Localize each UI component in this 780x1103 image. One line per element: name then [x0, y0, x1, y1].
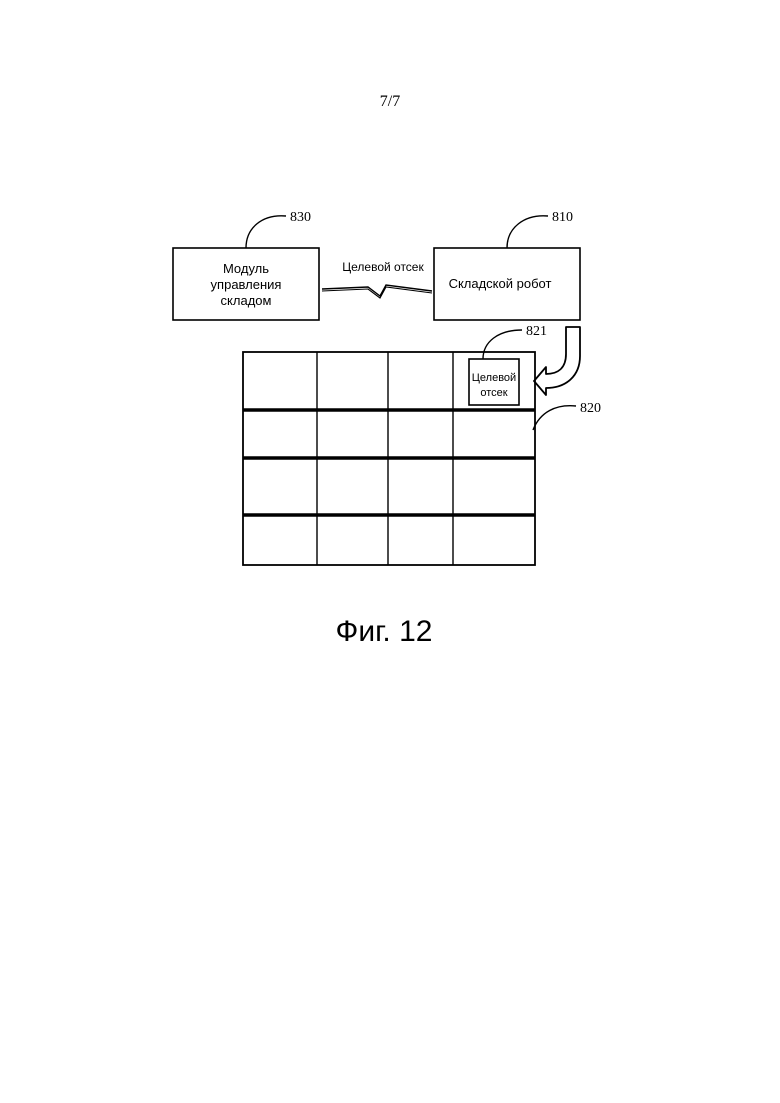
page-number: 7/7 [380, 93, 400, 110]
warehouse-module-label-line3: складом [221, 293, 272, 308]
warehouse-module-ref: 830 [290, 210, 311, 225]
shelf-ref: 820 [580, 401, 601, 416]
link-label: Целевой отсек [342, 260, 424, 274]
robot-label: Складской робот [449, 276, 552, 291]
warehouse-module-label-line2: управления [211, 277, 282, 292]
figure-caption: Фиг. 12 [336, 615, 433, 648]
target-bay-label-line1: Целевой [472, 372, 516, 384]
robot-ref: 810 [552, 210, 573, 225]
target-bay-ref: 821 [526, 324, 547, 339]
target-bay-label-line2: отсек [480, 387, 507, 399]
warehouse-module-label-line1: Модуль [223, 261, 269, 276]
